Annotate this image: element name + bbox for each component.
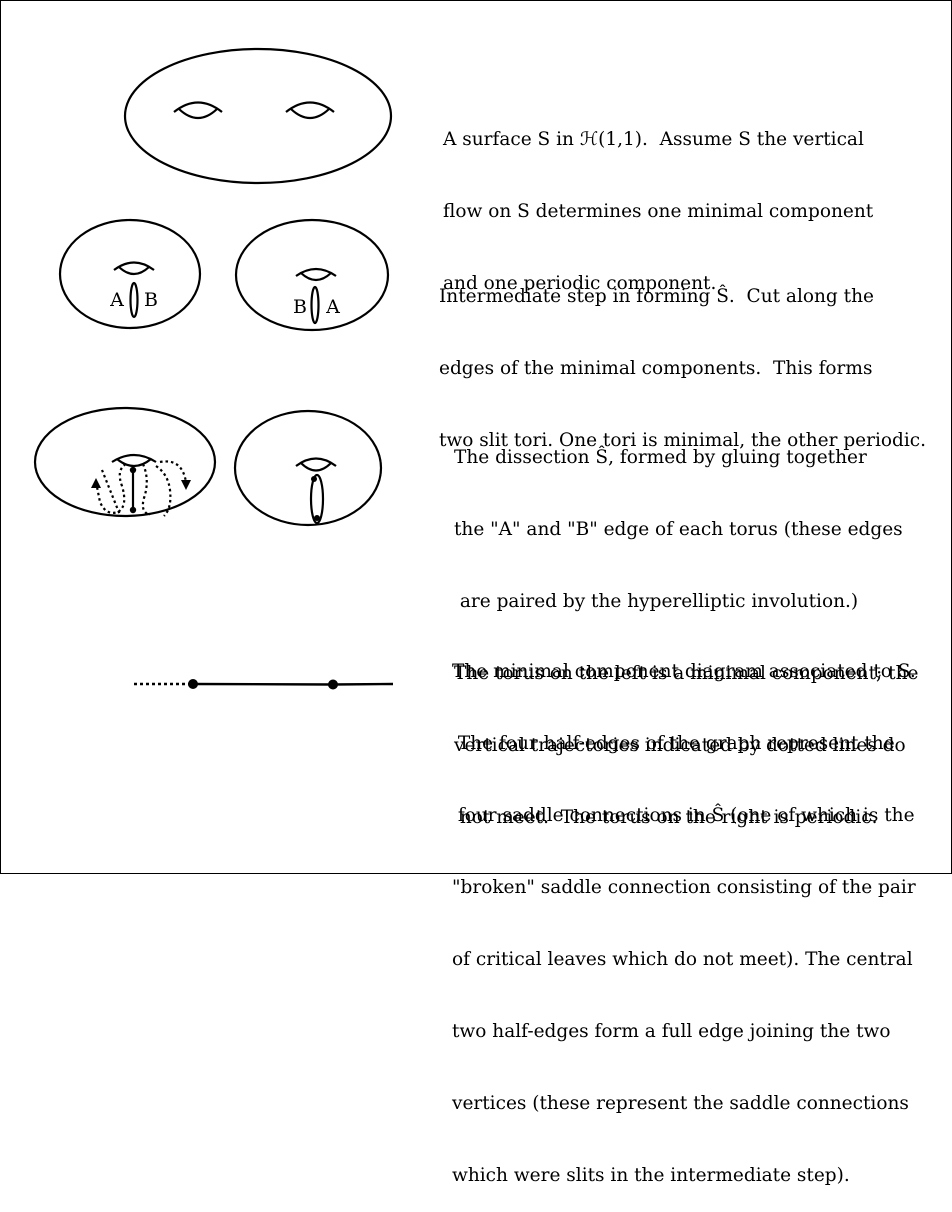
slit [310, 285, 320, 325]
caption-line: The torus on the left is a minimal compo… [454, 663, 919, 684]
torus-outline [58, 218, 202, 330]
minimal-torus-vertices [129, 466, 137, 514]
caption-intermediate-step: Intermediate step in forming Ŝ. Cut alo… [439, 237, 926, 477]
graph-vertex [328, 679, 338, 690]
slit-label-B: B [144, 289, 158, 311]
caption-line: which were slits in the intermediate ste… [452, 1165, 850, 1186]
minimal-torus [33, 406, 217, 518]
caption-line: vertices (these represent the saddle con… [452, 1093, 909, 1114]
slit-label-A: A [109, 289, 124, 311]
caption-line: not meet. The torus on the right is peri… [454, 807, 878, 828]
slit-torus-right [234, 218, 390, 332]
caption-line: The minimal component diagram associated… [452, 661, 916, 682]
genus-two-outline [123, 47, 393, 185]
graph-vertex [188, 679, 198, 689]
figure-frame [0, 0, 952, 874]
caption-line: of critical leaves which do not meet). T… [452, 949, 913, 970]
caption-line: edges of the minimal components. This fo… [439, 358, 873, 379]
slit-label-B: B [293, 296, 307, 318]
caption-dissection: The dissection Ŝ, formed by gluing toge… [454, 398, 918, 854]
outer-half-edge [332, 682, 394, 686]
handle-right [285, 101, 335, 120]
figure-drawing: A B B A [33, 47, 394, 690]
caption-genus-two-surface: A surface S in ℋ(1,1). Assume S the vert… [443, 80, 873, 320]
graph-vertices [188, 679, 338, 690]
caption-line: A surface S in ℋ(1,1). Assume S the vert… [443, 129, 864, 150]
torus-outline [33, 406, 217, 518]
slit-torus-left [58, 218, 202, 330]
central-edge [192, 682, 334, 686]
caption-line: two slit tori. One tori is minimal, the … [439, 430, 927, 451]
arrowhead-down [181, 480, 191, 490]
minimal-component-graph [134, 682, 394, 686]
torus-outline [233, 409, 383, 527]
caption-line: "broken" saddle connection consisting of… [452, 877, 916, 898]
arrowhead-up [91, 478, 101, 488]
caption-line: two half-edges form a full edge joining … [452, 1021, 891, 1042]
dotted-vertical-trajectories [94, 460, 188, 517]
periodic-torus-vertices [311, 476, 320, 521]
caption-line: are paired by the hyperelliptic involuti… [454, 591, 859, 612]
caption-line: flow on S determines one minimal compone… [443, 201, 874, 222]
caption-line: and one periodic component. [443, 273, 717, 294]
handle-left [173, 101, 223, 120]
caption-line: The four half-edges of the graph represe… [452, 733, 895, 754]
caption-line: Intermediate step in forming Ŝ. Cut alo… [439, 286, 874, 307]
periodic-torus [233, 409, 383, 527]
caption-component-diagram: The minimal component diagram associated… [452, 612, 916, 1212]
trajectory-arrowheads [91, 478, 191, 490]
torus-outline [234, 218, 390, 332]
slit-label-A: A [325, 296, 340, 318]
slit [129, 281, 139, 319]
caption-line: four saddle connections in Ŝ (one of wh… [452, 805, 915, 826]
caption-line: the "A" and "B" edge of each torus (thes… [454, 519, 903, 540]
caption-line: vertical trajectories indicated by dotte… [454, 735, 906, 756]
caption-line: The dissection Ŝ, formed by gluing toge… [454, 447, 867, 468]
slit [309, 473, 325, 525]
genus-two-surface [123, 47, 393, 185]
